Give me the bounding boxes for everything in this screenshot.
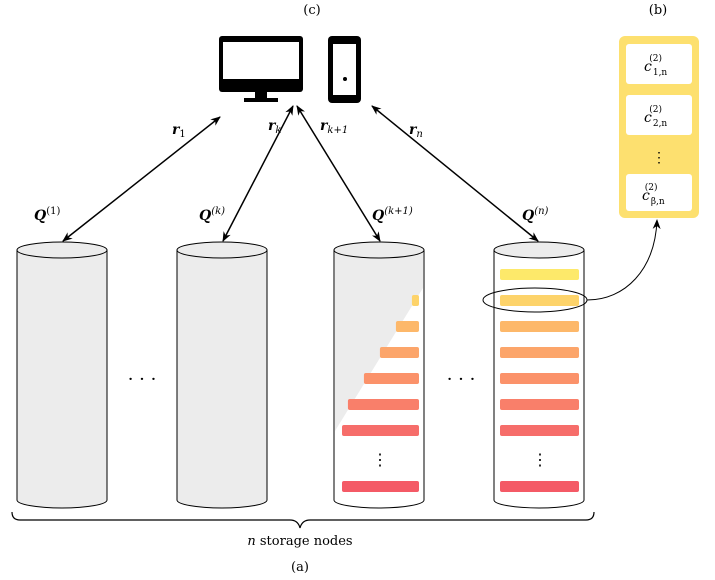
storage-brace [11,511,595,529]
stripe-n-1 [500,269,579,280]
label-a: (a) [291,560,309,575]
stripe-n-5 [500,373,579,384]
link-label-k: rk [268,118,281,136]
dots-right: · · · [447,369,476,390]
node-label-n: Q(n) [522,206,549,224]
link-label-1: r1 [172,122,186,140]
stripe-k1-3 [395,321,419,332]
stripe-n-8 [500,481,579,492]
panel-item-2: c2,n(2) [644,104,667,129]
stripe-n-3 [500,321,579,332]
stripes-n [500,269,579,492]
label-c: (c) [303,3,320,18]
node-label-k1: Q(k+1) [372,206,413,224]
arrow-node-1 [62,116,221,242]
label-b: (b) [649,3,667,18]
panel-cell-2 [626,95,692,135]
monitor-icon [219,36,303,102]
stripe-k1-7 [342,425,419,436]
panel-item-3: cβ,n(2) [642,182,665,207]
stripe-n-4 [500,347,579,358]
link-label-n: rn [409,122,423,140]
node-label-1: Q(1) [34,206,60,224]
storage-node-k [176,241,268,509]
brace-label: n storage nodes [247,534,352,549]
highlight-arrow [586,219,661,301]
stripe-n-7 [500,425,579,436]
arrow-node-k [222,105,294,242]
arrow-node-k1 [296,105,381,242]
storage-node-n: ⋮ [493,241,585,509]
panel-cell-3 [626,174,692,211]
phone-icon [328,36,361,103]
node-label-k: Q(k) [199,206,225,224]
panel-vdots: ⋮ [652,150,666,166]
stripe-k1-6 [347,399,419,410]
dots-left: · · · [128,369,157,390]
link-label-k1: rk+1 [320,118,348,136]
stripe-k1-4 [379,347,419,358]
storage-node-k1: ⋮ [333,241,425,509]
stripe-k1-2 [411,295,419,306]
codeword-panel: ⋮ c1,n(2) c2,n(2) cβ,n(2) [619,36,699,218]
vdots-n: ⋮ [532,450,548,469]
vdots-k1: ⋮ [372,450,388,469]
arrow-node-n [371,105,539,242]
panel-cell-1 [626,44,692,84]
panel-item-1: c1,n(2) [644,53,667,78]
stripe-n-2 [500,295,579,306]
stripe-k1-8 [342,481,419,492]
storage-node-1 [16,241,108,509]
stripe-k1-5 [363,373,419,384]
link-arrows [62,105,539,242]
stripes-k1 [342,295,419,492]
stripe-n-6 [500,399,579,410]
